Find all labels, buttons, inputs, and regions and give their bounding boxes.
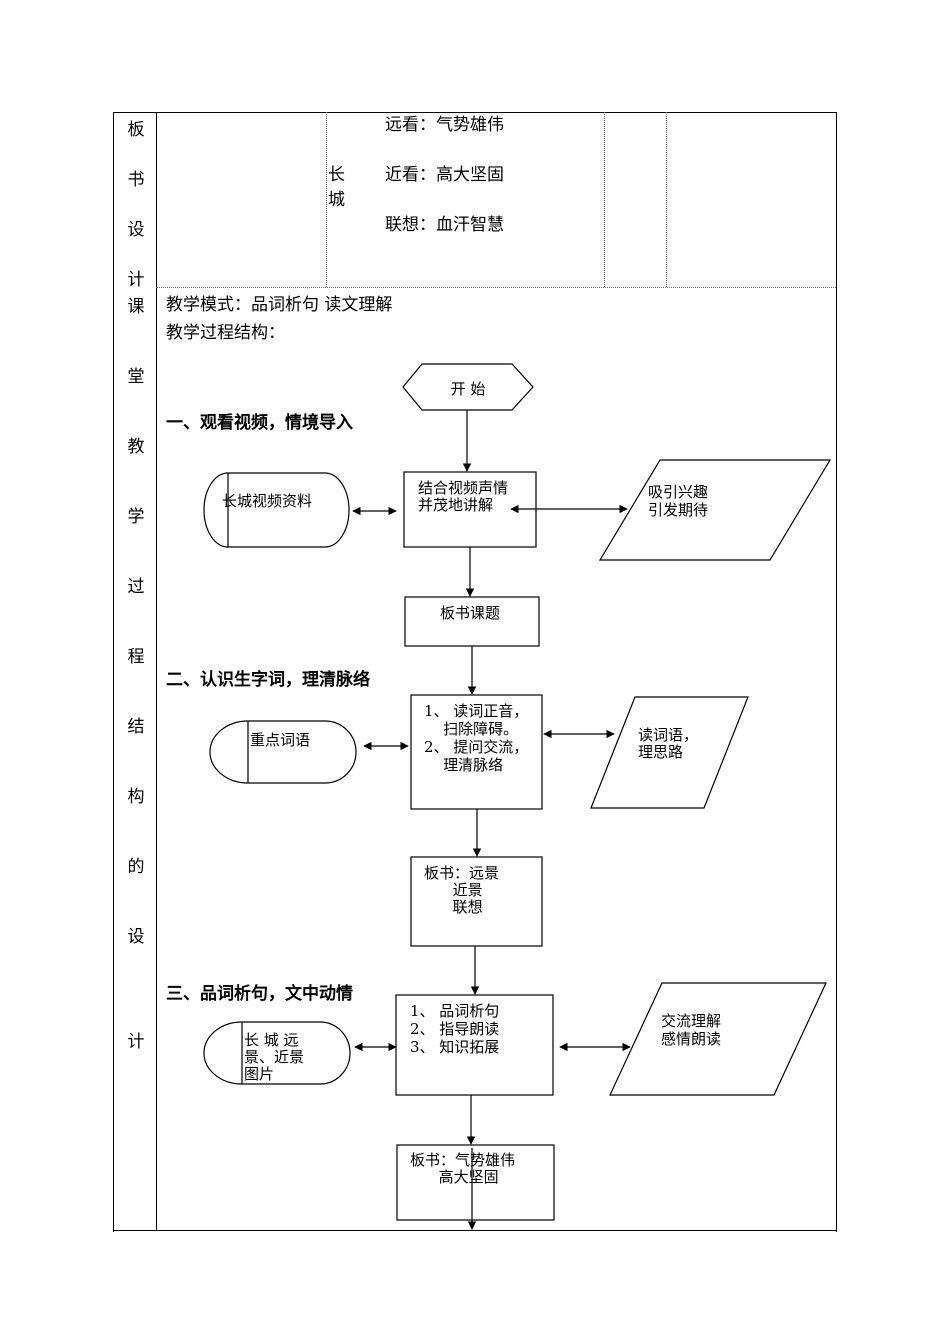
sec1-right-line: 引发期待 (648, 501, 708, 519)
sec1-left-text: 长城视频资料 (222, 492, 312, 510)
sec3-board-line: 板书：气势雄伟 (410, 1151, 515, 1169)
sec3-left-line: 长 城 远 (244, 1031, 299, 1049)
table-top-border (113, 112, 837, 113)
sec1-board-text: 板书课题 (440, 604, 500, 622)
start-label: 开 始 (451, 380, 486, 398)
process-side-char: 堂 (127, 367, 145, 387)
process-side-char: 程 (127, 647, 145, 667)
board-divider-2 (604, 112, 605, 287)
section-heading-3: 三、品词析句，文中动情 (166, 984, 353, 1004)
process-side-char: 过 (127, 577, 145, 597)
sec2-center-process: 1、 读词正音， 扫除障碍。 2、 提问交流， 理清脉络 (410, 694, 543, 810)
row-divider (156, 287, 836, 288)
sec1-left-storage: 长城视频资料 (203, 472, 350, 548)
sec3-left-line: 景、近景 (244, 1048, 304, 1066)
sec3-center-line: 3、 知识拓展 (410, 1038, 499, 1056)
sec1-board-box: 板书课题 (404, 596, 540, 647)
sec1-right-line: 吸引兴趣 (648, 483, 708, 501)
table-left-border (113, 112, 114, 1232)
board-divider-1 (326, 112, 327, 287)
process-side-char: 计 (127, 1032, 145, 1052)
process-side-char: 课 (127, 297, 145, 317)
board-subject-char: 城 (328, 190, 345, 210)
sec3-right-line: 感情朗读 (661, 1030, 721, 1048)
sec3-board-box: 板书：气势雄伟 高大坚固 (396, 1144, 555, 1221)
sec3-center-line: 1、 品词析句 (410, 1002, 499, 1020)
sec2-right-line: 读词语， (638, 726, 698, 744)
sec2-board-line: 近景 (424, 881, 483, 899)
process-side-char: 结 (127, 717, 145, 737)
sec1-right-data: 吸引兴趣 引发期待 (598, 459, 832, 561)
sec3-center-process: 1、 品词析句 2、 指导朗读 3、 知识拓展 (395, 994, 554, 1096)
board-line-imagine: 联想：血汗智慧 (385, 215, 504, 235)
sec3-left-storage: 长 城 远 景、近景 图片 (203, 1021, 351, 1085)
sec3-right-data: 交流理解 感情朗读 (609, 982, 827, 1096)
teaching-structure: 教学过程结构： (166, 323, 285, 343)
sec2-right-data: 读词语， 理思路 (590, 696, 749, 809)
process-side-char: 的 (127, 857, 145, 877)
board-side-char: 计 (127, 270, 145, 290)
sec2-right-line: 理思路 (638, 743, 683, 761)
sec2-left-storage: 重点词语 (209, 720, 357, 784)
sec2-board-line: 板书：远景 (424, 864, 499, 882)
sec2-center-line: 理清脉络 (424, 756, 503, 774)
board-side-char: 书 (127, 170, 145, 190)
sec3-center-line: 2、 指导朗读 (410, 1020, 499, 1038)
board-line-far: 远看：气势雄伟 (385, 115, 504, 135)
sec3-left-line: 图片 (244, 1065, 274, 1083)
sec3-right-line: 交流理解 (661, 1012, 721, 1030)
process-side-char: 构 (127, 787, 145, 807)
sec3-board-line: 高大坚固 (410, 1168, 499, 1186)
board-divider-3 (666, 112, 667, 287)
sec2-board-box: 板书：远景 近景 联想 (410, 856, 543, 947)
process-side-char: 设 (127, 927, 145, 947)
sec2-left-text: 重点词语 (250, 731, 310, 749)
sec2-center-line: 扫除障碍。 (424, 720, 518, 738)
board-subject-char: 长 (328, 165, 345, 185)
start-terminator: 开 始 (402, 363, 534, 411)
process-side-char: 学 (127, 507, 145, 527)
board-side-char: 板 (127, 120, 145, 140)
sec2-center-line: 2、 提问交流， (424, 738, 528, 756)
teaching-mode: 教学模式：品词析句 读文理解 (166, 295, 393, 315)
sec2-center-line: 1、 读词正音， (424, 702, 528, 720)
sec1-center-line: 结合视频声情 (418, 479, 508, 497)
board-line-near: 近看：高大坚固 (385, 165, 504, 185)
process-side-char: 教 (127, 437, 145, 457)
sec1-center-line: 并茂地讲解 (418, 496, 493, 514)
section-heading-1: 一、观看视频，情境导入 (166, 413, 353, 433)
sec2-board-line: 联想 (424, 898, 483, 916)
side-column-divider (156, 112, 157, 1231)
section-heading-2: 二、认识生字词，理清脉络 (166, 670, 370, 690)
table-right-border (836, 112, 837, 1232)
board-side-char: 设 (127, 220, 145, 240)
table-bottom-border (113, 1230, 837, 1231)
